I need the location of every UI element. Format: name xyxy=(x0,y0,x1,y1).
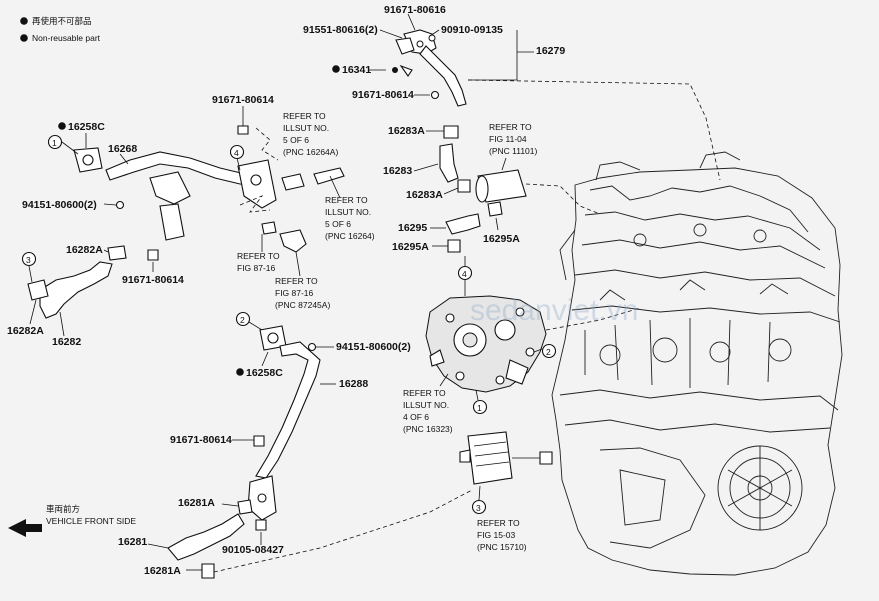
part-16282a-upper: 16282A xyxy=(66,244,103,256)
refer-7-line-3: (PNC 15710) xyxy=(477,542,527,552)
part-16282a-lower: 16282A xyxy=(7,325,44,337)
marker-2-right: 2 xyxy=(546,347,551,357)
non-reusable-dot-icon xyxy=(20,17,28,25)
refer-note-4: REFER TO FIG 87-16 (PNC 87245A) xyxy=(275,276,330,310)
engine-block xyxy=(551,151,843,576)
refer-6-line-4: (PNC 16323) xyxy=(403,424,453,434)
refer-5-line-2: FIG 11-04 xyxy=(489,134,527,144)
part-16281a-upper: 16281A xyxy=(178,497,215,509)
part-16295a-right: 16295A xyxy=(483,233,520,245)
part-91551-80616: 91551-80616(2) xyxy=(303,24,378,36)
part-16283a-upper: 16283A xyxy=(388,125,425,137)
marker-3-left: 3 xyxy=(26,255,31,265)
refer-1-line-4: (PNC 16264A) xyxy=(283,147,338,157)
part-16282: 16282 xyxy=(52,336,81,348)
part-16288: 16288 xyxy=(339,378,368,390)
part-16341: 16341 xyxy=(342,64,371,76)
part-91671-80614-lower: 91671-80614 xyxy=(170,434,232,446)
watermark: sedanviet.vn xyxy=(470,294,638,327)
refer-3-line-1: REFER TO xyxy=(237,251,280,261)
marker-2-left: 2 xyxy=(240,315,245,325)
legend-text-jp: 再使用不可部品 xyxy=(32,16,92,26)
refer-7-line-1: REFER TO xyxy=(477,518,520,528)
vehicle-front-arrow-icon xyxy=(8,519,42,537)
refer-note-6: REFER TO ILLSUT NO. 4 OF 6 (PNC 16323) xyxy=(403,388,453,434)
part-90105-08427: 90105-08427 xyxy=(222,544,284,556)
part-16283: 16283 xyxy=(383,165,412,177)
non-reusable-dot-icon xyxy=(332,65,340,73)
marker-3-right: 3 xyxy=(476,503,481,513)
part-16283a-lower: 16283A xyxy=(406,189,443,201)
refer-note-2: REFER TO ILLSUT NO. 5 OF 6 (PNC 16264) xyxy=(325,195,375,241)
refer-1-line-1: REFER TO xyxy=(283,111,326,121)
refer-5-line-1: REFER TO xyxy=(489,122,532,132)
refer-4-line-3: (PNC 87245A) xyxy=(275,300,330,310)
vehicle-front-jp: 車両前方 xyxy=(46,504,80,514)
part-16281: 16281 xyxy=(118,536,147,548)
part-16268: 16268 xyxy=(108,143,137,155)
marker-4-right: 4 xyxy=(462,269,467,279)
refer-note-5: REFER TO FIG 11-04 (PNC 11101) xyxy=(489,122,538,156)
vehicle-front-en: VEHICLE FRONT SIDE xyxy=(46,516,136,526)
refer-3-line-2: FIG 87-16 xyxy=(237,263,276,273)
part-16258c-top: 16258C xyxy=(68,121,105,133)
part-91671-80614-upper-mid: 91671-80614 xyxy=(212,94,274,106)
water-pipe-16279 xyxy=(395,29,467,107)
refer-note-1: REFER TO ILLSUT NO. 5 OF 6 (PNC 16264A) xyxy=(283,111,338,157)
part-91671-80614-top: 91671-80614 xyxy=(352,89,414,101)
water-pipe-16268 xyxy=(73,147,277,241)
marker-1: 1 xyxy=(52,138,57,148)
part-90910-09135: 90910-09135 xyxy=(441,24,503,36)
refer-6-line-1: REFER TO xyxy=(403,388,446,398)
part-91671-80616: 91671-80616 xyxy=(384,4,446,16)
oil-cooler xyxy=(459,431,553,485)
part-16281a-lower: 16281A xyxy=(144,565,181,577)
refer-2-line-3: 5 OF 6 xyxy=(325,219,351,229)
refer-2-line-2: ILLSUT NO. xyxy=(325,207,371,217)
part-16295: 16295 xyxy=(398,222,427,234)
water-pump-housing xyxy=(425,295,547,393)
marker-1-right: 1 xyxy=(477,403,482,413)
part-94151-80600-mid: 94151-80600(2) xyxy=(336,341,411,353)
part-16279: 16279 xyxy=(536,45,565,57)
part-91671-80614-left: 91671-80614 xyxy=(122,274,184,286)
part-94151-80600-left: 94151-80600(2) xyxy=(22,199,97,211)
refer-5-line-3: (PNC 11101) xyxy=(489,146,538,156)
non-reusable-dot-icon xyxy=(58,122,66,130)
part-16258c-lower: 16258C xyxy=(246,367,283,379)
refer-1-line-3: 5 OF 6 xyxy=(283,135,309,145)
part-16295a-left: 16295A xyxy=(392,241,429,253)
non-reusable-dot-icon xyxy=(236,368,244,376)
refer-note-7: REFER TO FIG 15-03 (PNC 15710) xyxy=(477,518,527,552)
non-reusable-dot-icon xyxy=(20,34,28,42)
refer-6-line-3: 4 OF 6 xyxy=(403,412,429,422)
marker-4-left: 4 xyxy=(234,148,239,158)
refer-4-line-2: FIG 87-16 xyxy=(275,288,314,298)
refer-2-line-1: REFER TO xyxy=(325,195,368,205)
refer-7-line-2: FIG 15-03 xyxy=(477,530,516,540)
refer-2-line-4: (PNC 16264) xyxy=(325,231,375,241)
refer-6-line-2: ILLSUT NO. xyxy=(403,400,449,410)
refer-1-line-2: ILLSUT NO. xyxy=(283,123,329,133)
refer-note-3: REFER TO FIG 87-16 xyxy=(237,251,280,273)
legend-text-en: Non-reusable part xyxy=(32,33,101,43)
refer-4-line-1: REFER TO xyxy=(275,276,318,286)
